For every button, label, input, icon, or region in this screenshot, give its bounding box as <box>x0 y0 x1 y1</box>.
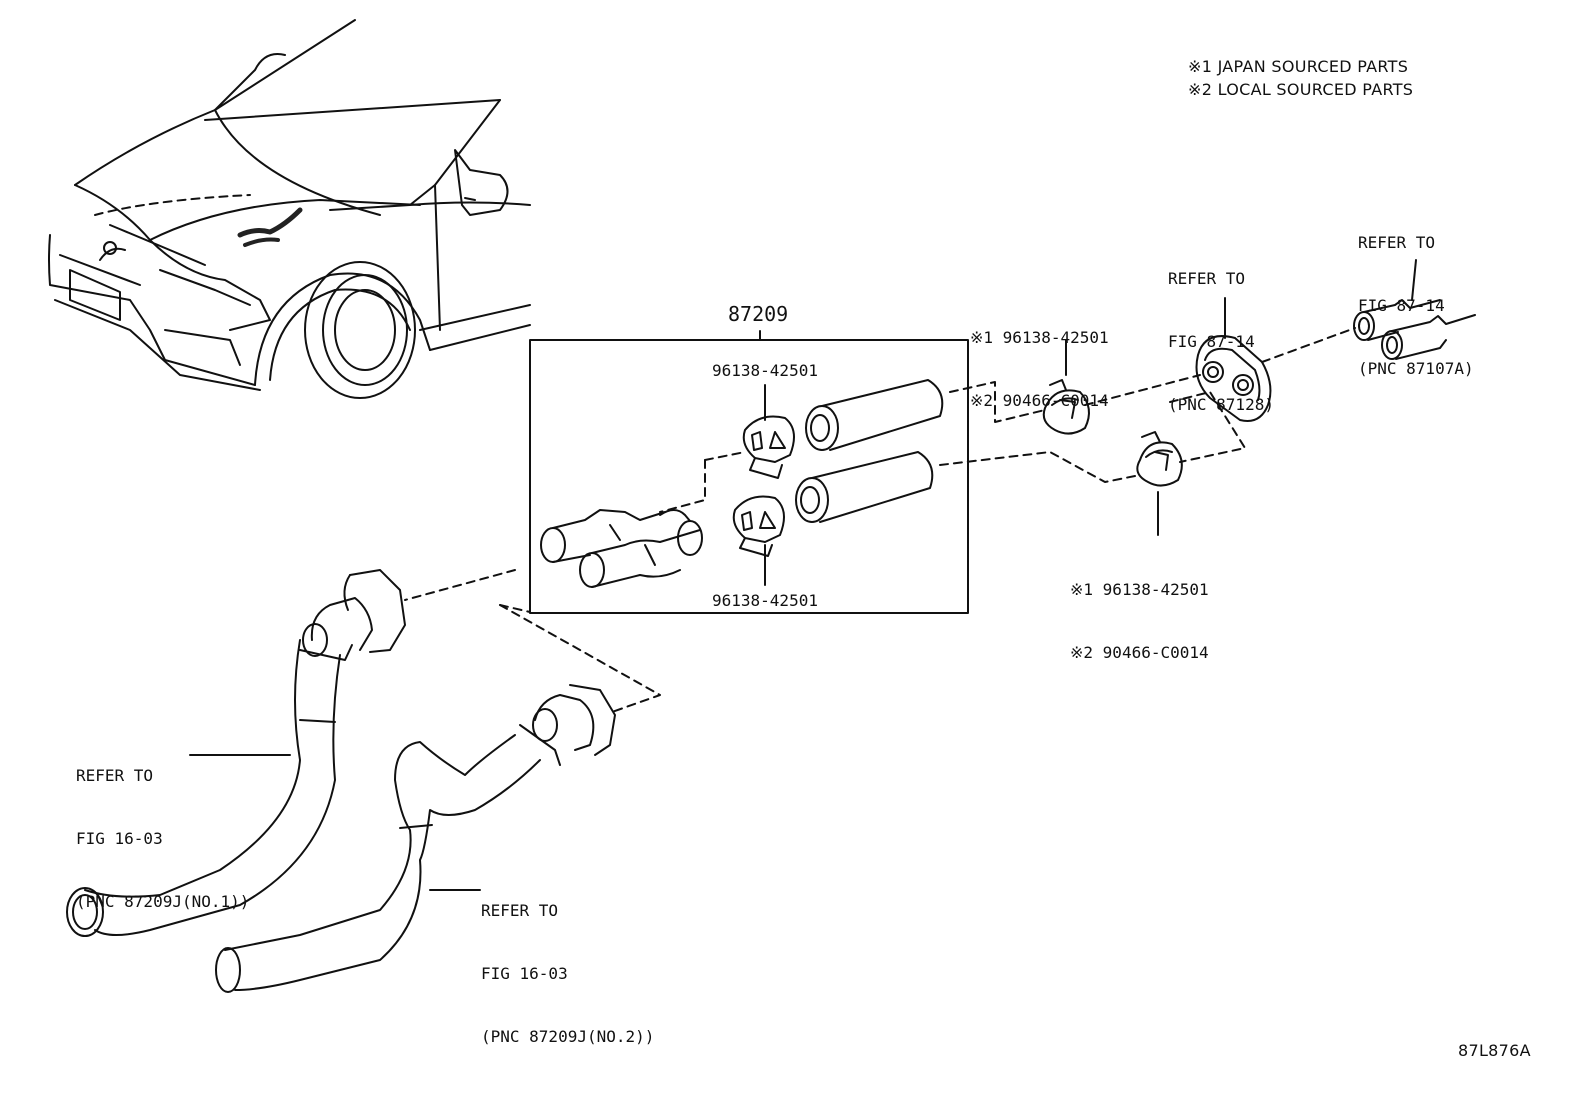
clamp-lower-line-2: ※2 90466-C0014 <box>1070 643 1209 662</box>
short-hose-lower <box>795 451 934 523</box>
heater-pipes <box>1353 259 1476 360</box>
hose-no2-ref-line-3: (PNC 87209J(NO.2)) <box>481 1027 655 1046</box>
grommet-ref-line-3: (PNC 87128) <box>1168 395 1274 414</box>
short-hose-upper <box>805 379 944 451</box>
clamp-lower-callout[interactable]: ※1 96138-42501 ※2 90466-C0014 <box>1070 537 1209 684</box>
grommet-ref-line-1: REFER TO <box>1168 269 1246 288</box>
grommet <box>1195 335 1272 422</box>
inner-clamp-top-label[interactable]: 96138-42501 <box>712 361 818 380</box>
hose-no1-ref-line-3: (PNC 87209J(NO.1)) <box>76 892 250 911</box>
legend-line-2: ※2 LOCAL SOURCED PARTS <box>1188 80 1414 99</box>
hose-no1-reference[interactable]: REFER TO FIG 16-03 (PNC 87209J(NO.1)) <box>76 723 249 933</box>
clamp-lower-line-1: ※1 96138-42501 <box>1070 580 1209 599</box>
clamp-upper <box>1042 379 1090 435</box>
pipes-ref-line-3: (PNC 87107A) <box>1358 359 1474 378</box>
clamp-upper-line-2: ※2 90466-C0014 <box>970 391 1109 410</box>
hose-no2 <box>215 684 616 993</box>
hose-no1 <box>66 569 406 937</box>
clamp-upper-callout[interactable]: ※1 96138-42501 ※2 90466-C0014 <box>970 285 1109 432</box>
grommet-ref-line-2: FIG 87-14 <box>1168 332 1255 351</box>
legend-line-1: ※1 JAPAN SOURCED PARTS <box>1188 57 1409 76</box>
water-valve <box>540 509 703 588</box>
inner-clamp-bottom-label[interactable]: 96138-42501 <box>712 591 818 610</box>
hose-no1-ref-line-2: FIG 16-03 <box>76 829 163 848</box>
clamp-lower <box>1136 431 1183 487</box>
vehicle-illustration <box>48 19 531 399</box>
pipes-ref-line-2: FIG 87-14 <box>1358 296 1445 315</box>
dashed-guides-inner <box>659 451 746 513</box>
inner-clamp-bottom <box>732 495 785 557</box>
pipes-reference[interactable]: REFER TO FIG 87-14 (PNC 87107A) <box>1358 190 1474 400</box>
dashed-guides-right <box>404 327 1356 713</box>
grommet-reference[interactable]: REFER TO FIG 87-14 (PNC 87128) <box>1168 226 1274 436</box>
hose-no2-ref-line-2: FIG 16-03 <box>481 964 568 983</box>
hose-no2-ref-line-1: REFER TO <box>481 901 559 920</box>
hose-no2-reference[interactable]: REFER TO FIG 16-03 (PNC 87209J(NO.2)) <box>481 858 654 1068</box>
assembly-part-number[interactable]: 87209 <box>728 302 789 326</box>
pipes-ref-line-1: REFER TO <box>1358 233 1436 252</box>
hose-no1-ref-line-1: REFER TO <box>76 766 154 785</box>
inner-clamp-top <box>742 415 795 479</box>
assembly-box <box>529 339 969 614</box>
drawing-id: 87L876A <box>1458 1041 1531 1060</box>
clamp-upper-line-1: ※1 96138-42501 <box>970 328 1109 347</box>
